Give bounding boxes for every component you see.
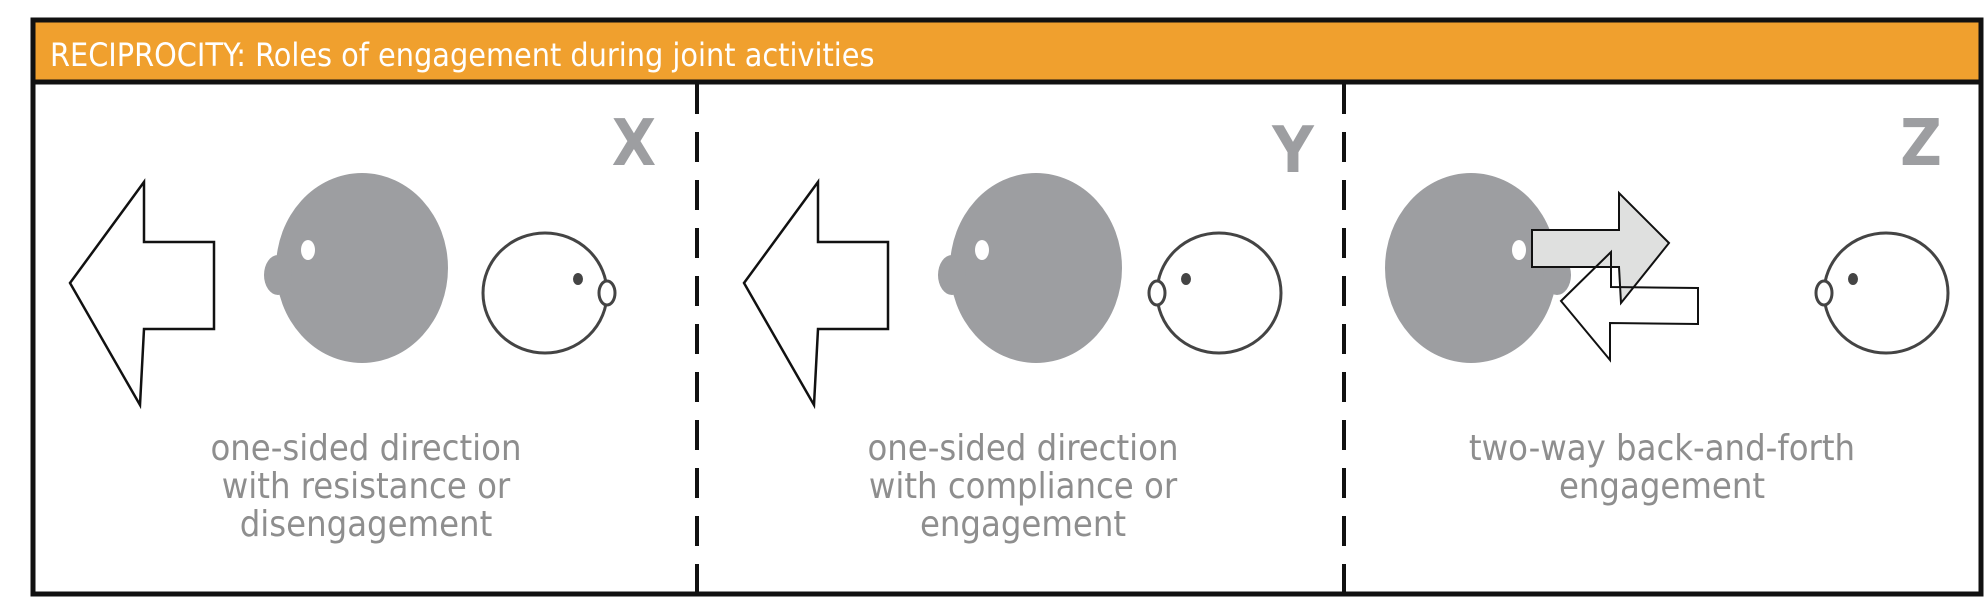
caption-line: engagement [1559, 466, 1765, 507]
caption-line: with compliance or [869, 466, 1178, 507]
left-arrow-icon [68, 178, 216, 410]
right-arrow-icon [1531, 190, 1671, 306]
left-arrow-icon [742, 178, 890, 410]
panel-y: Y one-sided direction with compliance or… [742, 114, 1315, 545]
caption-line: two-way back-and-forth [1469, 428, 1855, 469]
child-head-icon [481, 231, 617, 355]
caption-line: one-sided direction [210, 428, 521, 469]
caption-line: with resistance or [222, 466, 511, 507]
panel-x: X one-sided direction with resistance or… [68, 107, 656, 545]
panel-letter: Y [1271, 114, 1315, 188]
left-arrow-icon [1559, 249, 1699, 363]
child-head-icon [1814, 231, 1950, 355]
panel-letter: X [612, 107, 656, 181]
header-title: RECIPROCITY: Roles of engagement during … [50, 36, 874, 74]
caption-line: disengagement [240, 504, 493, 545]
adult-head-icon [938, 173, 1122, 363]
caption-line: engagement [920, 504, 1126, 545]
child-head-icon [1147, 231, 1283, 355]
header-bar [30, 17, 1984, 85]
caption-line: one-sided direction [867, 428, 1178, 469]
panel-z: Z two-way back-and-forth engagement [1385, 107, 1950, 507]
panel-letter: Z [1900, 107, 1942, 181]
adult-head-icon [264, 173, 448, 363]
